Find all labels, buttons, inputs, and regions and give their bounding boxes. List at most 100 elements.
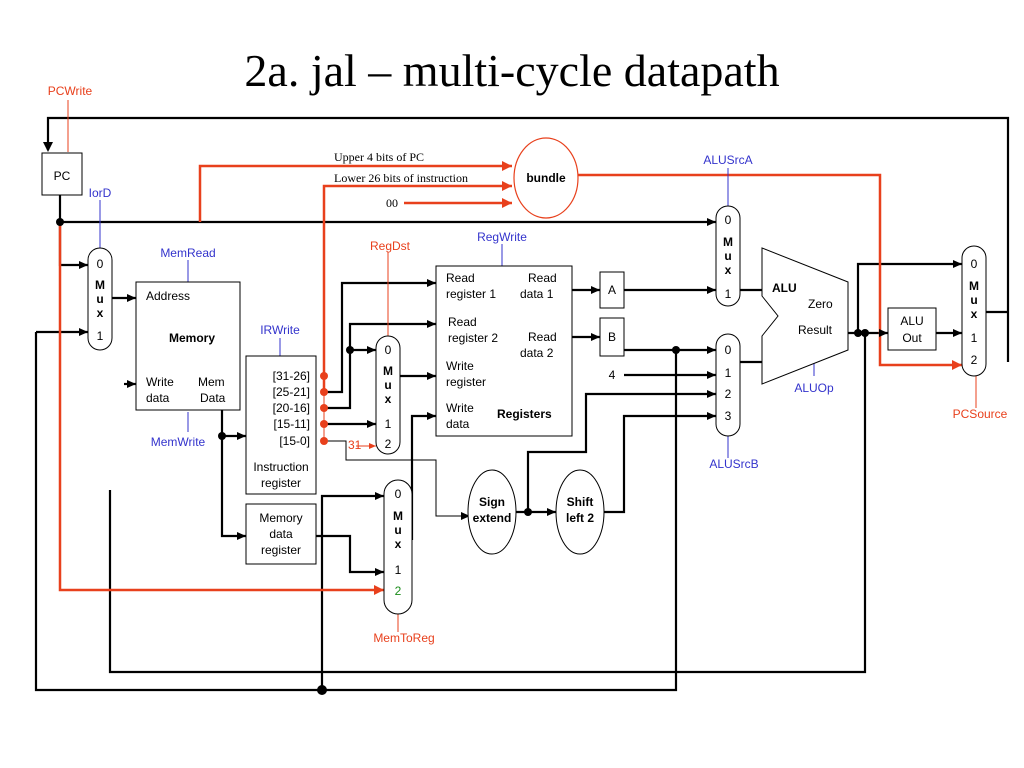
svg-text:[31-26]: [31-26] xyxy=(273,369,310,383)
shift-left-2: Shift left 2 xyxy=(555,469,605,555)
svg-text:left 2: left 2 xyxy=(566,511,594,525)
alu: ALU Zero Result xyxy=(761,247,849,385)
memtoreg-label: MemToReg xyxy=(373,631,434,645)
svg-text:Mem: Mem xyxy=(198,375,225,389)
alusrca-label: ALUSrcA xyxy=(703,153,752,167)
svg-text:Read: Read xyxy=(528,271,557,285)
svg-text:data: data xyxy=(269,527,293,541)
regdst-mux: 0 M u x 1 2 xyxy=(375,335,401,455)
bundle-block: bundle xyxy=(513,137,579,219)
svg-text:Read: Read xyxy=(448,315,477,329)
svg-text:x: x xyxy=(97,306,104,320)
svg-text:register 1: register 1 xyxy=(446,287,496,301)
svg-text:bundle: bundle xyxy=(526,171,566,185)
svg-text:1: 1 xyxy=(971,331,978,345)
svg-text:3: 3 xyxy=(725,409,732,423)
const-4: 4 xyxy=(609,368,616,382)
svg-text:2: 2 xyxy=(725,387,732,401)
svg-text:[15-0]: [15-0] xyxy=(279,434,310,448)
datapath-wires xyxy=(34,116,1010,692)
memwrite-label: MemWrite xyxy=(151,435,206,449)
svg-text:Read: Read xyxy=(528,330,557,344)
memtoreg-mux: 0 M u x 1 2 xyxy=(383,479,413,615)
alusrca-mux: 0 M u x 1 xyxy=(715,205,741,307)
svg-text:0: 0 xyxy=(971,257,978,271)
svg-text:1: 1 xyxy=(97,329,104,343)
svg-text:A: A xyxy=(608,283,616,297)
svg-text:x: x xyxy=(385,392,392,406)
regdst-label: RegDst xyxy=(370,239,411,253)
svg-text:extend: extend xyxy=(473,511,512,525)
svg-text:Write: Write xyxy=(446,359,474,373)
svg-text:data 1: data 1 xyxy=(520,287,554,301)
aluop-label: ALUOp xyxy=(794,381,834,395)
svg-text:0: 0 xyxy=(385,343,392,357)
svg-text:register 2: register 2 xyxy=(448,331,498,345)
svg-text:Read: Read xyxy=(446,271,475,285)
svg-text:2: 2 xyxy=(385,437,392,451)
pcsource-mux: 0 M u x 1 2 xyxy=(961,245,987,377)
svg-text:M: M xyxy=(723,235,733,249)
const-31: 31 xyxy=(348,438,362,452)
svg-text:M: M xyxy=(383,364,393,378)
svg-text:Write: Write xyxy=(446,401,474,415)
page-title: 2a. jal – multi-cycle datapath xyxy=(244,45,779,96)
svg-text:0: 0 xyxy=(725,343,732,357)
alusrcb-label: ALUSrcB xyxy=(709,457,758,471)
svg-text:M: M xyxy=(393,509,403,523)
svg-text:register: register xyxy=(446,375,486,389)
irwrite-label: IRWrite xyxy=(260,323,300,337)
svg-text:1: 1 xyxy=(725,287,732,301)
svg-text:0: 0 xyxy=(97,257,104,271)
svg-text:Memory: Memory xyxy=(169,331,215,345)
register-file: Read register 1 Read data 1 Read registe… xyxy=(435,265,573,437)
pc-label: PC xyxy=(54,169,71,183)
svg-text:Result: Result xyxy=(798,323,833,337)
svg-text:x: x xyxy=(971,307,978,321)
svg-text:x: x xyxy=(725,263,732,277)
zeros-annotation: 00 xyxy=(386,196,398,210)
svg-text:Registers: Registers xyxy=(497,407,552,421)
svg-text:0: 0 xyxy=(725,213,732,227)
svg-text:u: u xyxy=(96,292,103,306)
svg-text:Write: Write xyxy=(146,375,174,389)
memory-data-register: Memory data register xyxy=(245,503,317,565)
svg-text:M: M xyxy=(95,278,105,292)
alusrcb-mux: 0 1 2 3 xyxy=(715,333,741,437)
svg-text:1: 1 xyxy=(385,417,392,431)
svg-text:x: x xyxy=(395,537,402,551)
svg-text:register: register xyxy=(261,476,301,490)
svg-text:u: u xyxy=(384,378,391,392)
sign-extend: Sign extend xyxy=(467,469,517,555)
svg-text:Instruction: Instruction xyxy=(253,460,308,474)
svg-text:data: data xyxy=(446,417,470,431)
pc-register: PC xyxy=(41,152,83,196)
svg-text:ALU: ALU xyxy=(772,281,797,295)
regwrite-label: RegWrite xyxy=(477,230,527,244)
svg-text:Memory: Memory xyxy=(259,511,302,525)
svg-text:1: 1 xyxy=(725,366,732,380)
svg-text:Address: Address xyxy=(146,289,190,303)
iord-mux: 0 M u x 1 xyxy=(87,247,113,351)
control-lines xyxy=(67,100,977,632)
upper-pc-annotation: Upper 4 bits of PC xyxy=(334,150,424,164)
svg-text:[15-11]: [15-11] xyxy=(274,417,310,431)
jal-path-wires xyxy=(58,164,962,592)
pcwrite-label: PCWrite xyxy=(48,84,93,98)
svg-text:register: register xyxy=(261,543,301,557)
svg-text:data: data xyxy=(146,391,170,405)
svg-text:2: 2 xyxy=(971,353,978,367)
pcsource-label: PCSource xyxy=(953,407,1008,421)
iord-label: IorD xyxy=(89,186,112,200)
svg-text:Zero: Zero xyxy=(808,297,833,311)
svg-text:1: 1 xyxy=(395,563,402,577)
svg-text:u: u xyxy=(970,293,977,307)
memread-label: MemRead xyxy=(160,246,215,260)
a-register: A xyxy=(599,271,625,309)
svg-text:M: M xyxy=(969,279,979,293)
svg-text:Sign: Sign xyxy=(479,495,505,509)
svg-text:[25-21]: [25-21] xyxy=(273,385,310,399)
svg-text:0: 0 xyxy=(395,487,402,501)
svg-text:ALU: ALU xyxy=(900,314,923,328)
